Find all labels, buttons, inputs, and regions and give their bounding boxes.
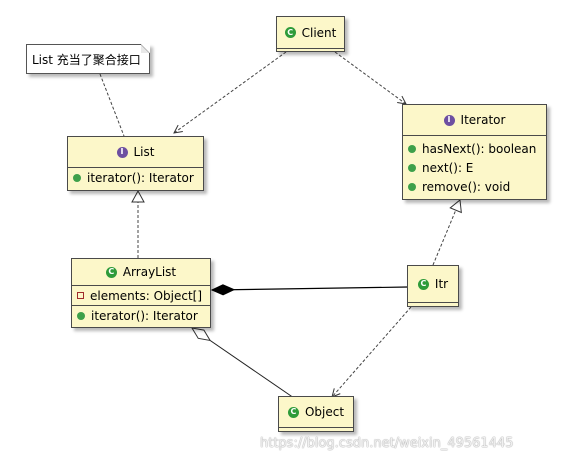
note-fold-corner [141,44,150,53]
class-icon: C [284,27,296,38]
class-client-name: Client [301,25,337,40]
interface-list-name: List [133,145,155,159]
public-method-icon [77,311,85,320]
method-row: next(): E [403,158,546,177]
method-signature: hasNext(): boolean [422,141,537,156]
class-arraylist-name: ArrayList [122,265,177,279]
class-arraylist-methods: iterator(): Iterator [72,306,210,325]
method-signature: next(): E [422,160,474,175]
class-arraylist[interactable]: C ArrayList elements: Object[] iterator(… [71,258,211,328]
watermark: https://blog.csdn.net/weixin_49561445 [260,436,514,451]
interface-iterator-methods: hasNext(): boolean next(): E remove(): v… [403,136,546,196]
method-row: remove(): void [403,177,546,196]
public-method-icon [73,173,81,182]
public-method-icon [408,163,416,172]
public-method-icon [408,182,416,191]
class-object[interactable]: C Object [278,396,354,432]
class-itr-name: Itr [434,277,449,291]
interface-iterator[interactable]: I Iterator hasNext(): boolean next(): E … [402,104,547,200]
class-icon: C [417,278,429,290]
method-signature: iterator(): Iterator [91,308,198,323]
public-method-icon [408,144,416,153]
class-itr-header: C Itr [408,266,458,303]
edge-itr-object-dependency [332,306,412,397]
interface-list-methods: iterator(): Iterator [68,168,203,187]
edge-note-to-list [99,73,125,137]
method-row: iterator(): Iterator [68,168,203,187]
edge-client-list-dependency [174,51,287,133]
class-client-header: C Client [277,17,344,49]
class-itr[interactable]: C Itr [407,265,459,307]
interface-iterator-name: Iterator [460,113,506,127]
interface-list-header: I List [68,137,203,168]
method-row: iterator(): Iterator [72,306,210,325]
class-client[interactable]: C Client [276,16,345,52]
edge-arraylist-object-aggregation [192,328,295,399]
method-signature: remove(): void [422,179,511,194]
class-icon: C [105,266,117,278]
private-field-icon [77,292,84,299]
edge-arraylist-itr-composition [212,287,409,290]
interface-iterator-header: I Iterator [403,105,546,136]
class-arraylist-header: C ArrayList [72,259,210,286]
class-icon: C [287,406,299,418]
field-row: elements: Object[] [72,286,210,305]
class-arraylist-fields: elements: Object[] [72,286,210,306]
edge-itr-iterator-realization [432,199,462,266]
interface-list[interactable]: I List iterator(): Iterator [67,136,204,191]
field-signature: elements: Object[] [90,288,203,303]
note-text: List 充当了聚合接口 [32,52,141,67]
class-object-header: C Object [279,397,353,428]
interface-icon: I [443,114,455,126]
note-box: List 充当了聚合接口 [26,44,150,74]
method-signature: iterator(): Iterator [87,170,194,185]
edge-client-iterator-dependency [334,51,406,104]
method-row: hasNext(): boolean [403,139,546,158]
interface-icon: I [116,146,128,158]
class-object-name: Object [304,405,345,419]
